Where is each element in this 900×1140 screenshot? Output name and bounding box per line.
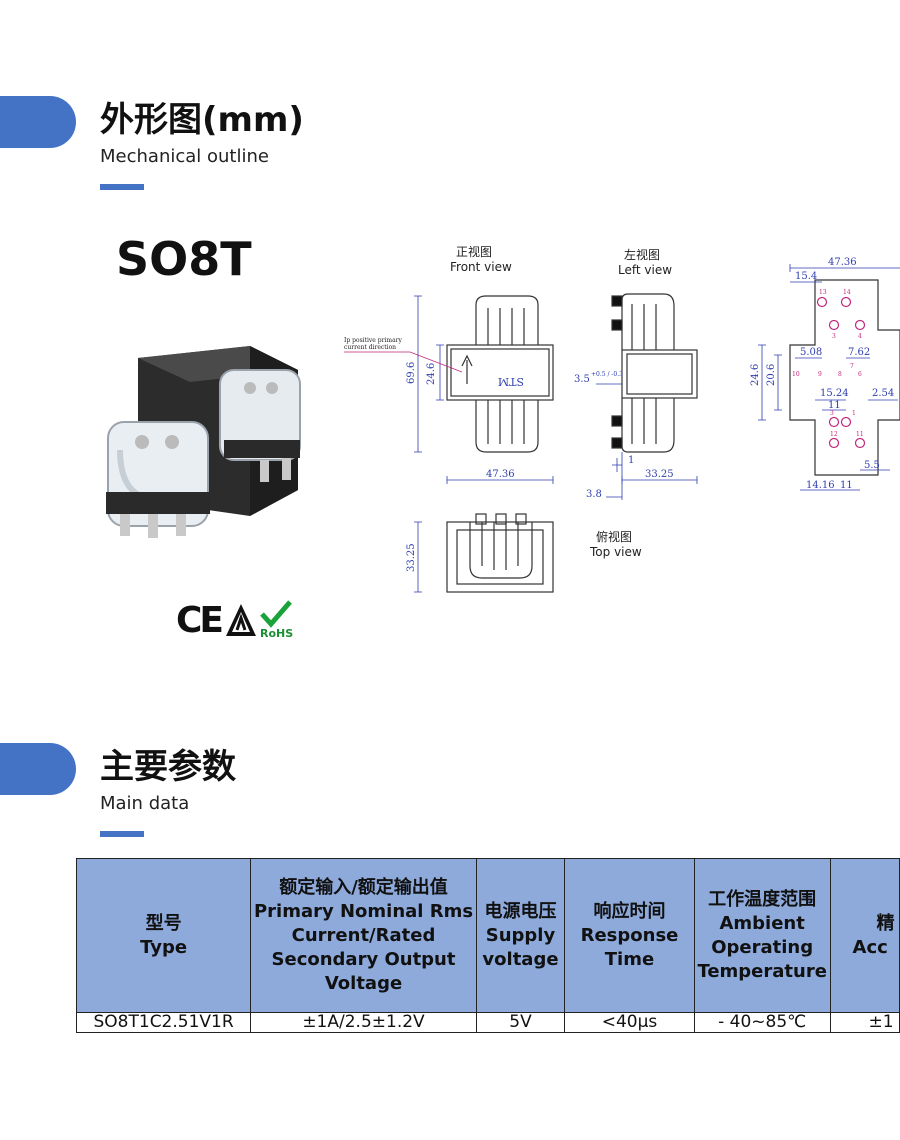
header-response-time: 响应时间 Response Time [564, 858, 695, 1013]
cell-accuracy: ±1 [829, 1012, 900, 1033]
section-underline [100, 184, 144, 190]
pin-label: 12 [830, 431, 838, 438]
model-title: SO8T [116, 232, 252, 286]
header-supply-voltage: 电源电压 Supply voltage [475, 858, 566, 1013]
header-accuracy: 精 Acc [829, 858, 900, 1013]
technical-drawings: 69.6 24.6 47.36 33.25 3.5 +0.5 / -0.3 1 … [344, 257, 900, 593]
section-underline [100, 831, 144, 837]
front-view-caption-cn: 正视图 [456, 245, 493, 259]
header-rated-io: 额定输入/额定输出值 Primary Nominal Rms Current/R… [250, 858, 477, 1013]
rohs-label: RoHS [260, 627, 294, 640]
dim-r-5-5: 5.5 [864, 460, 880, 471]
section-title-cn: 主要参数 [100, 747, 236, 787]
header-type: 型号 Type [75, 858, 252, 1013]
front-bottom-loops [475, 400, 539, 453]
dim-3-5-tolerance: +0.5 / -0.3 [591, 371, 623, 378]
top-view-body [446, 521, 554, 593]
pin-label: 7 [850, 363, 854, 370]
front-view-body [446, 344, 554, 401]
dim-r-2-54: 2.54 [872, 388, 894, 399]
ip-note-line-1: Ip positive primary [344, 337, 403, 344]
dim-r-15-24: 15.24 [820, 388, 849, 399]
dim-r-47-36: 47.36 [828, 257, 857, 268]
product-image [106, 346, 301, 538]
front-view-caption-en: Front view [450, 260, 512, 274]
dim-r-15-4: 15.4 [795, 271, 817, 282]
pin-label: 3 [832, 333, 836, 340]
dim-47-36: 47.36 [486, 469, 515, 480]
dim-3-8: 3.8 [586, 489, 602, 500]
pin-label: 14 [843, 289, 851, 296]
dim-r-11-a: 11 [828, 400, 841, 411]
dim-r-20-6: 20.6 [766, 364, 777, 386]
ip-note-line-2: current direction [344, 344, 396, 351]
top-view-caption-cn: 俯视图 [596, 530, 633, 544]
dim-r-7-62: 7.62 [848, 347, 870, 358]
section-title-en: Mechanical outline [100, 146, 269, 167]
dim-r-11-b: 11 [840, 480, 853, 491]
left-view-caption-en: Left view [618, 263, 673, 277]
cell-supply-voltage: 5V [475, 1012, 566, 1033]
pin-label: 1 [852, 410, 856, 417]
ce-mark: CE [176, 600, 224, 641]
rohs-check-icon [260, 600, 292, 628]
dim-33-25: 33.25 [645, 469, 674, 480]
pin-label: 11 [856, 431, 864, 438]
pin-label: 3 [830, 410, 834, 417]
cell-operating-temperature: - 40~85℃ [693, 1012, 831, 1033]
pcb-footprint-outline [789, 279, 900, 476]
table-header-row: 型号 Type 额定输入/额定输出值 Primary Nominal Rms C… [75, 858, 900, 1013]
dim-24-6: 24.6 [426, 363, 437, 385]
dim-top-33-25: 33.25 [406, 543, 417, 572]
section-tab-marker [0, 743, 76, 795]
top-view-caption-en: Top view [590, 545, 642, 559]
dim-3-5: 3.5 [574, 374, 590, 385]
pin-label: 6 [858, 371, 862, 378]
pin-label: 13 [819, 289, 827, 296]
pin-label: 9 [818, 371, 822, 378]
section-tab-marker [0, 96, 76, 148]
cell-response-time: <40μs [564, 1012, 695, 1033]
dim-r-14-16: 14.16 [806, 480, 835, 491]
dim-r-24-6: 24.6 [750, 364, 761, 386]
dim-1: 1 [628, 455, 634, 466]
section-title-cn: 外形图(mm) [100, 100, 304, 140]
cell-rated-io: ±1A/2.5±1.2V [250, 1012, 477, 1033]
table-row: SO8T1C2.51V1R ±1A/2.5±1.2V 5V <40μs - 40… [75, 1012, 900, 1033]
front-top-loops [475, 295, 539, 345]
pin-label: 8 [838, 371, 842, 378]
left-view-body [621, 349, 698, 399]
main-data-table: 型号 Type 额定输入/额定输出值 Primary Nominal Rms C… [75, 858, 900, 1033]
esd-warning-icon [226, 604, 256, 636]
left-view-caption-cn: 左视图 [624, 248, 661, 262]
section-title-en: Main data [100, 793, 190, 814]
dim-r-5-08: 5.08 [800, 347, 822, 358]
pin-label: 4 [858, 333, 862, 340]
pin-label: 10 [792, 371, 800, 378]
header-operating-temperature: 工作温度范围 Ambient Operating Temperature [693, 858, 831, 1013]
cell-type: SO8T1C2.51V1R [75, 1012, 252, 1033]
stm-marking: STM [498, 375, 524, 388]
dim-69-6: 69.6 [406, 362, 417, 384]
